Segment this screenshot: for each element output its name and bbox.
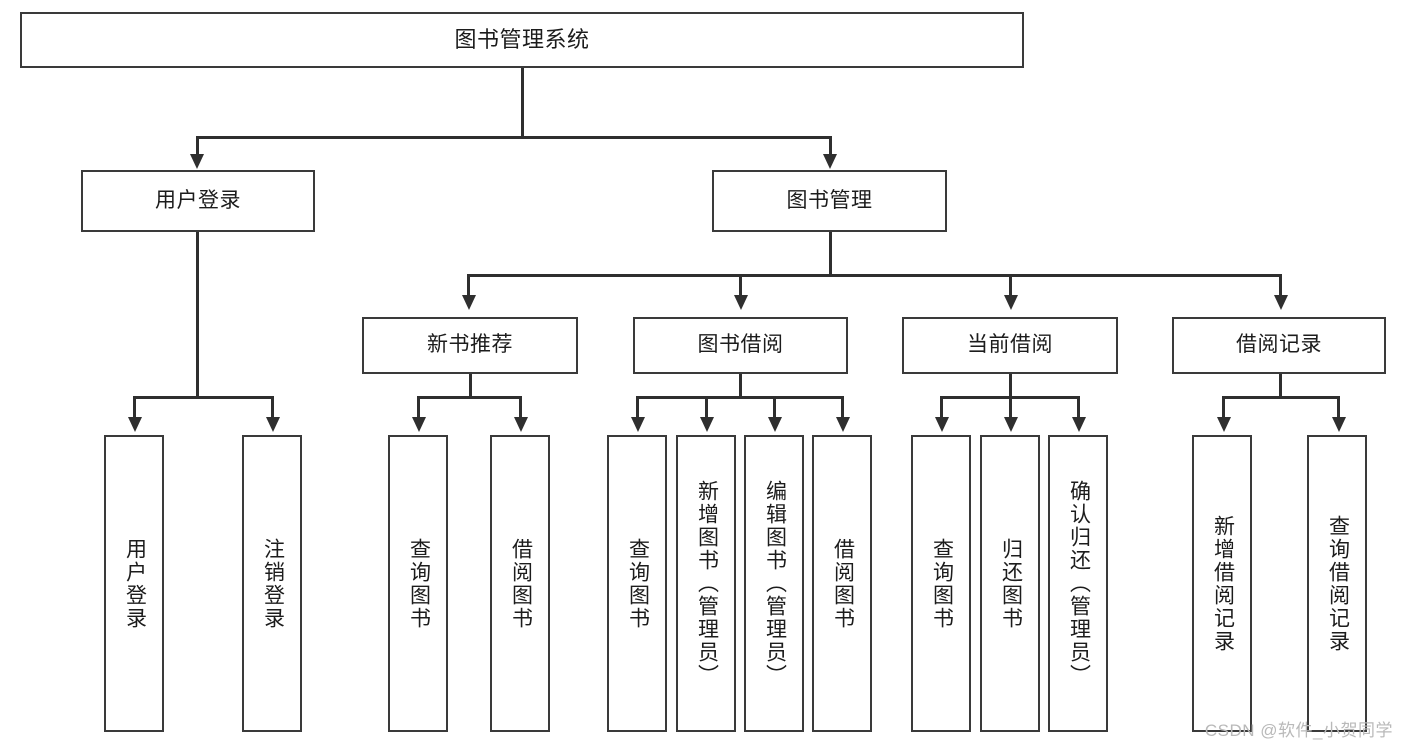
connector-book-manage-to-borrow-record <box>1279 274 1282 296</box>
connector-user-login-leaf-1 <box>133 396 136 418</box>
leaf-current-borrow-0-label: 查询图书 <box>930 537 954 630</box>
arrow-root-to-book-manage <box>823 154 837 169</box>
node-root[interactable]: 图书管理系统 <box>20 12 1024 68</box>
arrow-current-borrow-leaf-1 <box>935 417 949 432</box>
leaf-borrow-record-1[interactable]: 查询借阅记录 <box>1307 435 1367 732</box>
leaf-new-book-0[interactable]: 查询图书 <box>388 435 448 732</box>
connector-borrow-record-stem <box>1279 374 1282 396</box>
leaf-current-borrow-2-label: 确认归还（管理员） <box>1067 480 1091 687</box>
connector-root-bus <box>196 136 831 139</box>
leaf-borrow-record-1-label: 查询借阅记录 <box>1326 514 1350 653</box>
leaf-user-login-1[interactable]: 注销登录 <box>242 435 302 732</box>
leaf-current-borrow-0[interactable]: 查询图书 <box>911 435 971 732</box>
connector-book-manage-to-book-borrow <box>739 274 742 296</box>
connector-root-to-user-login <box>196 136 199 156</box>
node-book-borrow[interactable]: 图书借阅 <box>633 317 848 374</box>
node-new-book-recommend-label: 新书推荐 <box>427 333 513 357</box>
connector-new-book-leaf-1 <box>417 396 420 418</box>
connector-book-borrow-leaf-2 <box>705 396 708 418</box>
connector-current-borrow-leaf-1 <box>940 396 943 418</box>
leaf-user-login-0[interactable]: 用户登录 <box>104 435 164 732</box>
leaf-book-borrow-2[interactable]: 编辑图书（管理员） <box>744 435 804 732</box>
connector-book-borrow-leaf-3 <box>773 396 776 418</box>
node-borrow-record[interactable]: 借阅记录 <box>1172 317 1386 374</box>
leaf-borrow-record-0-label: 新增借阅记录 <box>1211 514 1235 653</box>
arrow-book-borrow-leaf-2 <box>700 417 714 432</box>
connector-current-borrow-leaf-3 <box>1077 396 1080 418</box>
leaf-borrow-record-0[interactable]: 新增借阅记录 <box>1192 435 1252 732</box>
node-book-manage[interactable]: 图书管理 <box>712 170 947 232</box>
leaf-book-borrow-0-label: 查询图书 <box>626 537 650 630</box>
node-current-borrow[interactable]: 当前借阅 <box>902 317 1118 374</box>
arrow-new-book-leaf-2 <box>514 417 528 432</box>
arrow-book-manage-to-book-borrow <box>734 295 748 310</box>
connector-borrow-record-leaf-2 <box>1337 396 1340 418</box>
connector-current-borrow-stem <box>1009 374 1012 396</box>
arrow-user-login-leaf-2 <box>266 417 280 432</box>
arrow-borrow-record-leaf-1 <box>1217 417 1231 432</box>
leaf-user-login-0-label: 用户登录 <box>123 537 147 630</box>
node-new-book-recommend[interactable]: 新书推荐 <box>362 317 578 374</box>
node-user-login[interactable]: 用户登录 <box>81 170 315 232</box>
node-current-borrow-label: 当前借阅 <box>967 333 1053 357</box>
arrow-user-login-leaf-1 <box>128 417 142 432</box>
arrow-current-borrow-leaf-2 <box>1004 417 1018 432</box>
arrow-current-borrow-leaf-3 <box>1072 417 1086 432</box>
connector-book-borrow-leaf-4 <box>841 396 844 418</box>
leaf-book-borrow-0[interactable]: 查询图书 <box>607 435 667 732</box>
arrow-new-book-leaf-1 <box>412 417 426 432</box>
leaf-new-book-0-label: 查询图书 <box>407 537 431 630</box>
connector-book-borrow-bus <box>636 396 844 399</box>
leaf-book-borrow-1[interactable]: 新增图书（管理员） <box>676 435 736 732</box>
connector-book-manage-to-new-book <box>467 274 470 296</box>
leaf-current-borrow-2[interactable]: 确认归还（管理员） <box>1048 435 1108 732</box>
node-borrow-record-label: 借阅记录 <box>1236 333 1322 357</box>
leaf-current-borrow-1[interactable]: 归还图书 <box>980 435 1040 732</box>
connector-user-login-stem <box>196 232 199 396</box>
connector-new-book-stem <box>469 374 472 396</box>
connector-current-borrow-leaf-2 <box>1009 396 1012 418</box>
node-root-label: 图书管理系统 <box>454 27 590 53</box>
leaf-book-borrow-1-label: 新增图书（管理员） <box>695 480 719 687</box>
connector-borrow-record-leaf-1 <box>1222 396 1225 418</box>
connector-book-manage-stem <box>829 232 832 274</box>
connector-book-borrow-stem <box>739 374 742 396</box>
connector-book-manage-to-current-borrow <box>1009 274 1012 296</box>
arrow-book-borrow-leaf-4 <box>836 417 850 432</box>
connector-new-book-bus <box>417 396 521 399</box>
leaf-book-borrow-3-label: 借阅图书 <box>831 537 855 630</box>
leaf-new-book-1-label: 借阅图书 <box>509 537 533 630</box>
arrow-book-manage-to-borrow-record <box>1274 295 1288 310</box>
arrow-book-borrow-leaf-1 <box>631 417 645 432</box>
connector-book-borrow-leaf-1 <box>636 396 639 418</box>
node-book-manage-label: 图书管理 <box>786 188 873 212</box>
node-user-login-label: 用户登录 <box>155 188 241 212</box>
arrow-book-manage-to-new-book <box>462 295 476 310</box>
arrow-root-to-user-login <box>190 154 204 169</box>
leaf-user-login-1-label: 注销登录 <box>261 537 285 630</box>
connector-root-stem <box>521 68 524 136</box>
leaf-book-borrow-2-label: 编辑图书（管理员） <box>763 480 787 687</box>
connector-new-book-leaf-2 <box>519 396 522 418</box>
leaf-new-book-1[interactable]: 借阅图书 <box>490 435 550 732</box>
connector-book-manage-bus <box>467 274 1280 277</box>
arrow-borrow-record-leaf-2 <box>1332 417 1346 432</box>
leaf-book-borrow-3[interactable]: 借阅图书 <box>812 435 872 732</box>
connector-user-login-bus <box>133 396 273 399</box>
arrow-book-manage-to-current-borrow <box>1004 295 1018 310</box>
connector-user-login-leaf-2 <box>271 396 274 418</box>
node-book-borrow-label: 图书借阅 <box>697 333 784 357</box>
arrow-book-borrow-leaf-3 <box>768 417 782 432</box>
leaf-current-borrow-1-label: 归还图书 <box>999 537 1023 630</box>
connector-borrow-record-bus <box>1222 396 1339 399</box>
connector-root-to-book-manage <box>829 136 832 156</box>
